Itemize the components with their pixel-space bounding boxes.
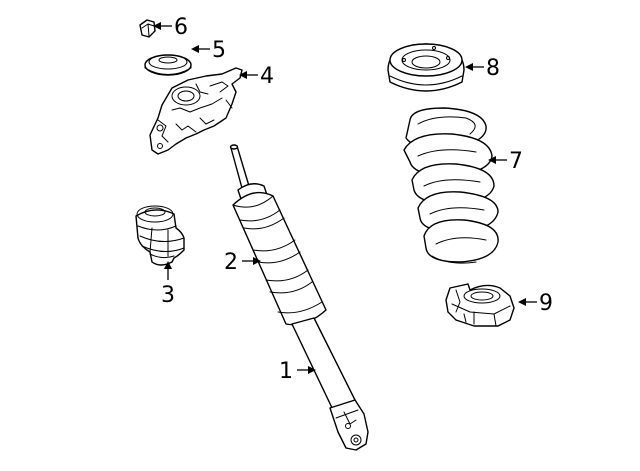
callout-9-label: 9 bbox=[539, 291, 553, 316]
part-3-bump-stop bbox=[135, 205, 185, 266]
part-5-washer bbox=[144, 54, 192, 76]
callout-8: 8 bbox=[465, 56, 500, 81]
callout-2-label: 2 bbox=[224, 250, 238, 275]
part-6-nut bbox=[139, 19, 156, 38]
callout-7-label: 7 bbox=[509, 149, 523, 174]
callout-3: 3 bbox=[161, 261, 175, 308]
part-4-upper-mount bbox=[149, 67, 243, 155]
callout-1: 1 bbox=[279, 359, 316, 384]
callout-9: 9 bbox=[518, 291, 553, 316]
callout-8-label: 8 bbox=[486, 56, 500, 81]
callout-5-label: 5 bbox=[212, 38, 226, 63]
callout-4-label: 4 bbox=[260, 64, 274, 89]
callout-4: 4 bbox=[239, 64, 274, 89]
callout-7: 7 bbox=[488, 149, 523, 174]
callout-6-label: 6 bbox=[174, 15, 188, 40]
callout-5: 5 bbox=[191, 38, 226, 63]
part-7-coil-spring bbox=[403, 107, 499, 264]
callout-2: 2 bbox=[224, 250, 261, 275]
callout-3-label: 3 bbox=[161, 283, 175, 308]
callout-1-label: 1 bbox=[279, 359, 293, 384]
part-9-lower-spring-seat bbox=[445, 283, 515, 327]
part-1-2-shock-absorber bbox=[229, 144, 369, 451]
callout-6: 6 bbox=[153, 15, 188, 40]
part-8-upper-spring-seat bbox=[387, 43, 465, 92]
